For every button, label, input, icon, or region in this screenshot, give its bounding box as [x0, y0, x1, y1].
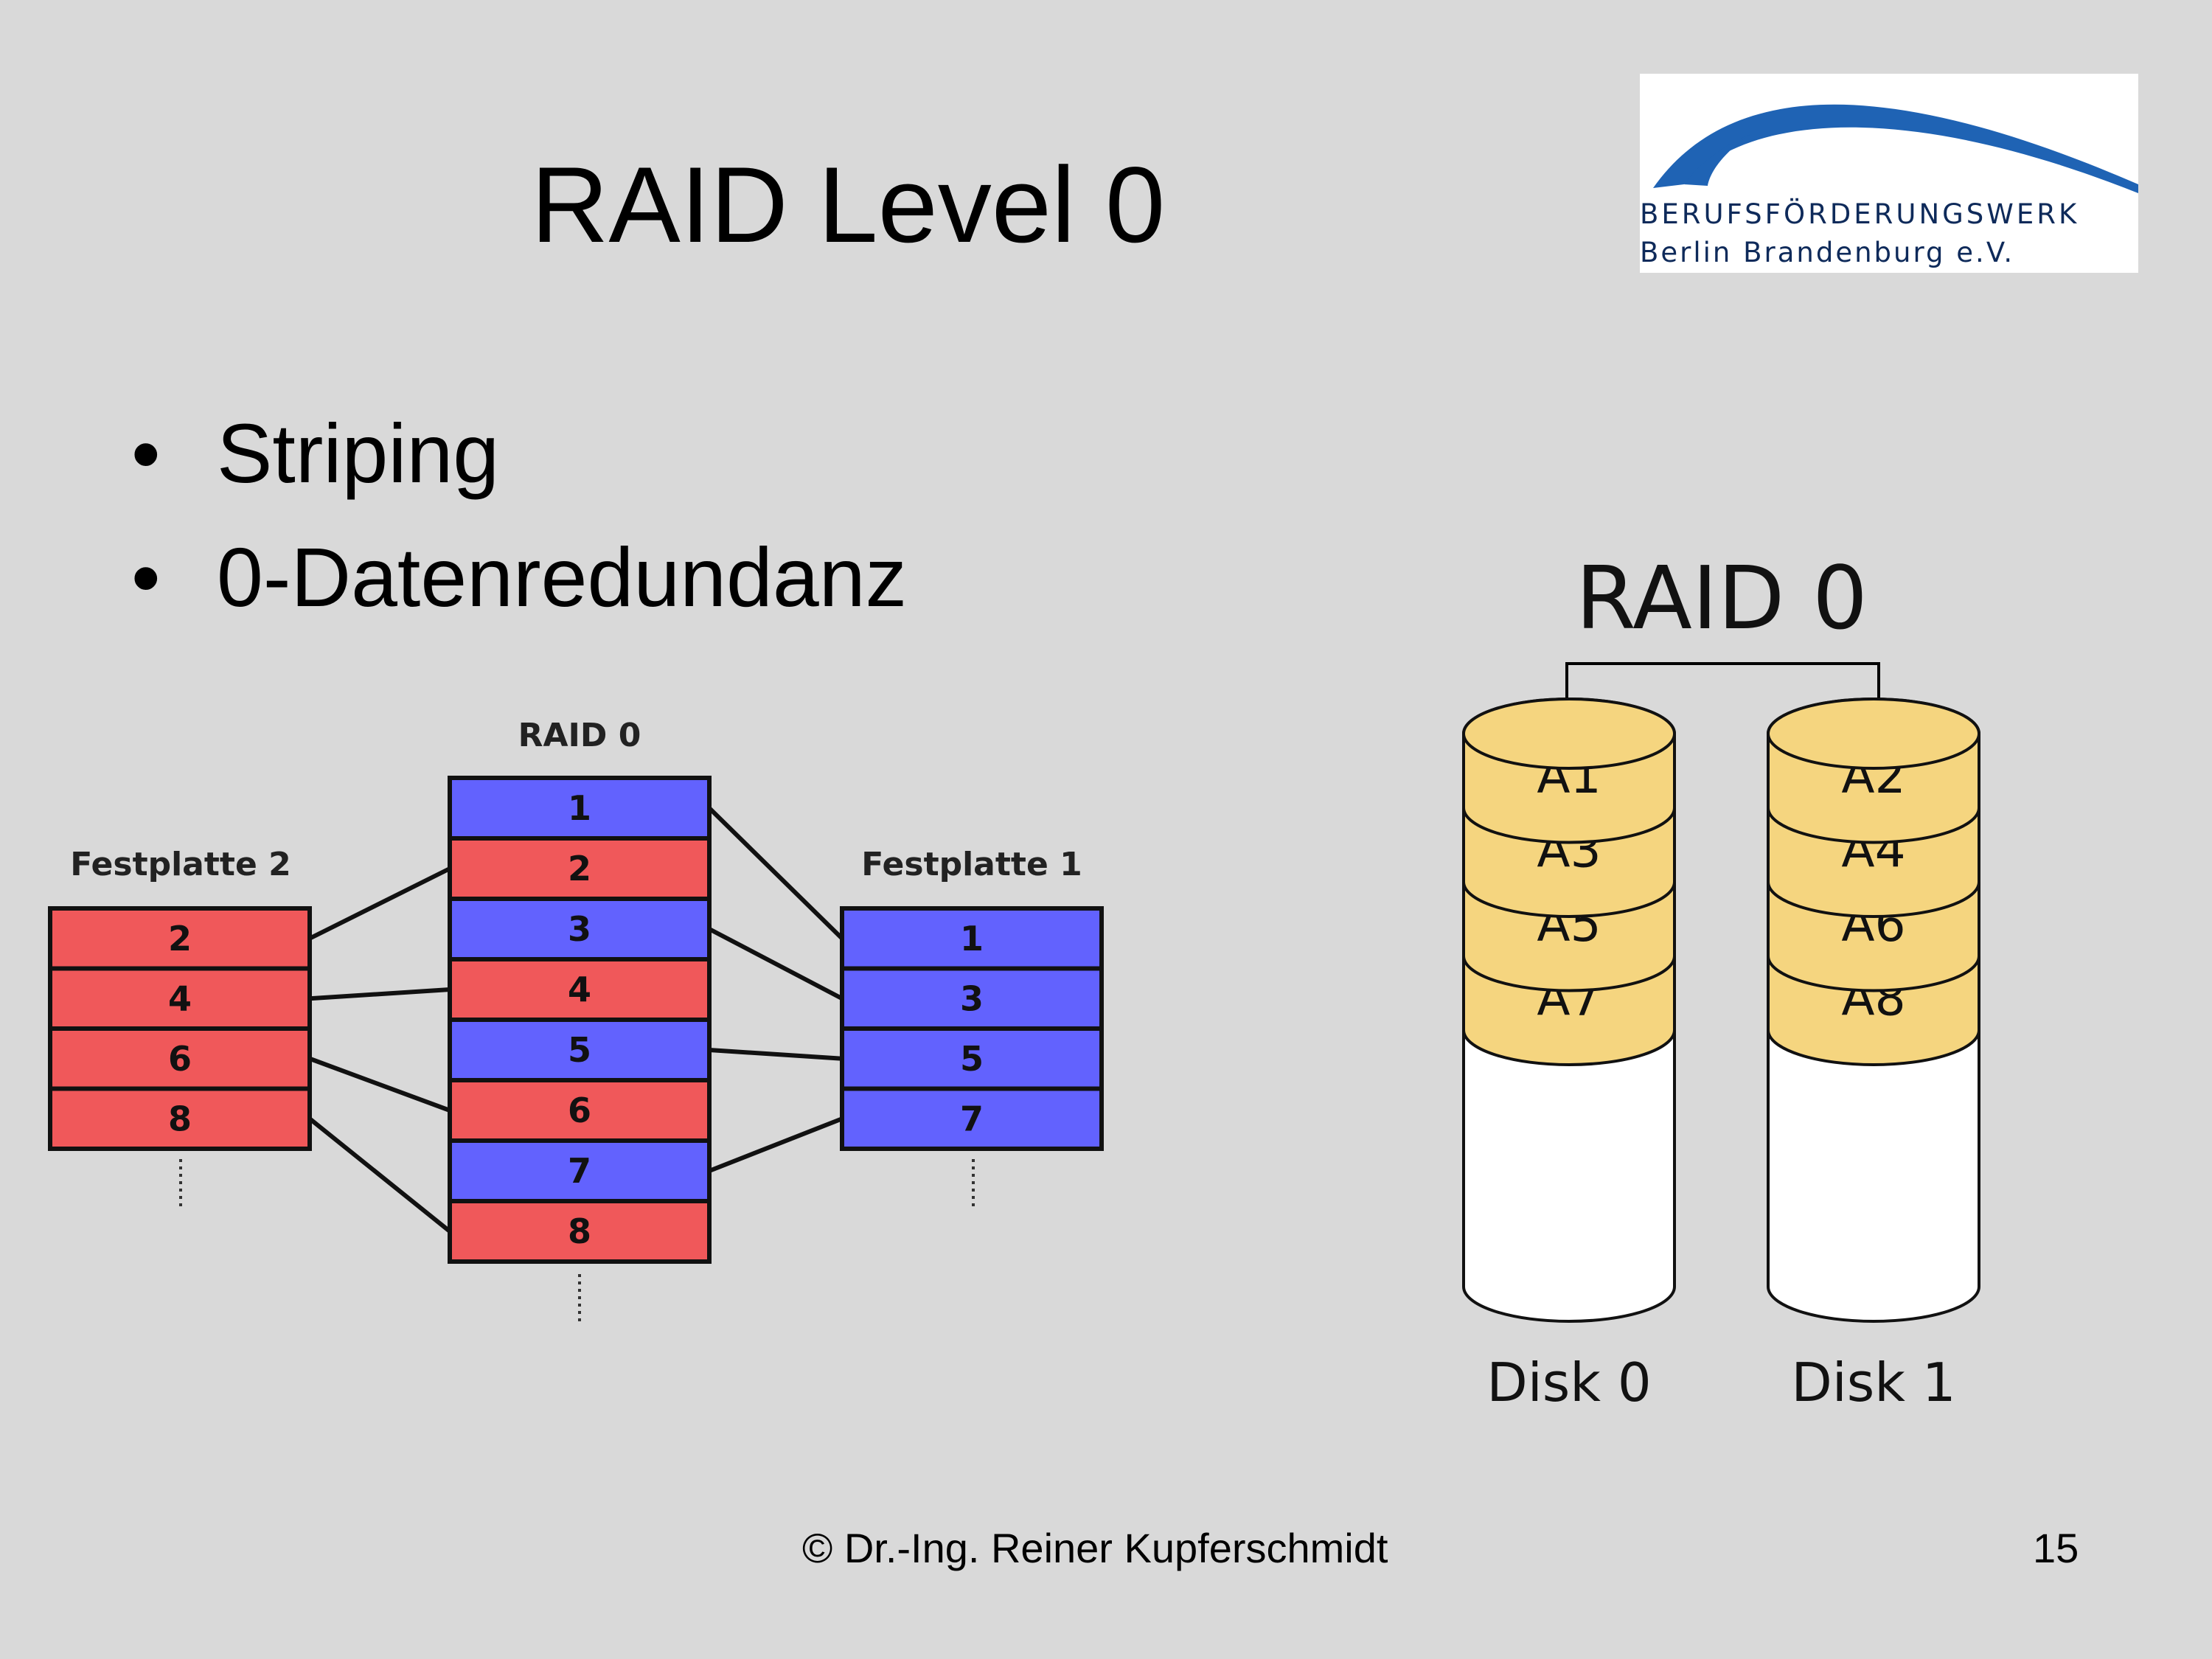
organization-logo: BERUFSFÖRDERUNGSWERK Berlin Brandenburg … [1640, 74, 2138, 273]
block-number: 5 [960, 1039, 984, 1079]
raid-block: 3 [448, 897, 712, 961]
disk-right-block: 5 [840, 1026, 1104, 1091]
block-number: 1 [568, 788, 591, 828]
raid0-block-diagram: RAID 0 Festplatte 2 Festplatte 1 1 2 3 4 5 6 7… [48, 717, 1104, 1324]
page-number: 15 [2033, 1525, 2079, 1571]
stripe-connector-line [708, 927, 844, 1001]
block-number: 6 [168, 1039, 192, 1079]
bullet-list: • Striping • 0-Datenredundanz [131, 406, 907, 653]
raid-block: 4 [448, 957, 712, 1022]
block-number: 4 [168, 978, 192, 1018]
cylinder-top [1462, 698, 1676, 770]
bullet-text: 0-Datenredundanz [217, 531, 908, 624]
raid-cylinder-title: RAID 0 [1576, 547, 1868, 649]
stripe-connectors [308, 806, 844, 1234]
slide-title: RAID Level 0 [531, 145, 1166, 265]
block-number: 8 [168, 1099, 192, 1138]
bullet-dot-icon: • [131, 407, 161, 500]
block-number: 2 [568, 849, 591, 888]
block-number: 4 [568, 970, 591, 1009]
footer-copyright: © Dr.-Ing. Reiner Kupferschmidt [802, 1525, 1388, 1571]
raid-block: 5 [448, 1018, 712, 1082]
disk-left-block: 2 [48, 906, 312, 971]
disk-0-label: Disk 0 [1486, 1352, 1651, 1413]
bullet-item: • 0-Datenredundanz [131, 529, 907, 653]
disk-left-block: 4 [48, 966, 312, 1031]
stripe-connector-line [708, 1116, 844, 1173]
raid-block: 6 [448, 1078, 712, 1143]
disk-right-block: 7 [840, 1086, 1104, 1151]
raid-block: 2 [448, 836, 712, 901]
bullet-item: • Striping [131, 406, 907, 529]
block-number: 2 [168, 919, 192, 959]
disk-left-block: 8 [48, 1086, 312, 1151]
cylinder-body [1462, 1029, 1676, 1323]
raid-block: 7 [448, 1138, 712, 1203]
raid-array-title: RAID 0 [518, 717, 641, 754]
cylinder-top [1767, 698, 1980, 770]
stripe-connector-line [308, 1116, 451, 1234]
raid-array-column: 1 2 3 4 5 6 7 8 [448, 776, 712, 1264]
logo-text-line2: Berlin Brandenburg e.V. [1640, 237, 2015, 268]
disk-right-label: Festplatte 1 [861, 846, 1082, 883]
disk-1-label: Disk 1 [1791, 1352, 1955, 1413]
block-number: 5 [568, 1030, 591, 1070]
bullet-dot-icon: • [131, 531, 161, 624]
raid-block: 8 [448, 1199, 712, 1264]
bullet-text: Striping [217, 407, 500, 500]
disk-right-block: 1 [840, 906, 1104, 971]
block-number: 8 [568, 1211, 591, 1251]
stripe-connector-line [309, 987, 451, 1001]
stripe-connector-line [707, 806, 844, 940]
disk-right-block: 3 [840, 966, 1104, 1031]
block-number: 1 [960, 919, 984, 959]
stripe-connector-line [308, 1056, 451, 1113]
disk-right-column: 1 3 5 7 [840, 906, 1104, 1151]
block-number: 7 [960, 1099, 984, 1138]
bridge-arc-icon [1653, 104, 2138, 193]
stripe-connector-line [709, 1048, 843, 1061]
block-number: 7 [568, 1151, 591, 1191]
disk-left-label: Festplatte 2 [70, 846, 291, 883]
raid-block: 1 [448, 776, 712, 841]
disk-left-column: 2 4 6 8 [48, 906, 312, 1151]
cylinder-body [1767, 1029, 1980, 1323]
logo-text-line1: BERUFSFÖRDERUNGSWERK [1640, 198, 2080, 230]
stripe-connector-line [308, 866, 451, 941]
disk-left-block: 6 [48, 1026, 312, 1091]
block-number: 6 [568, 1091, 591, 1130]
block-number: 3 [960, 978, 984, 1018]
block-number: 3 [568, 909, 591, 949]
